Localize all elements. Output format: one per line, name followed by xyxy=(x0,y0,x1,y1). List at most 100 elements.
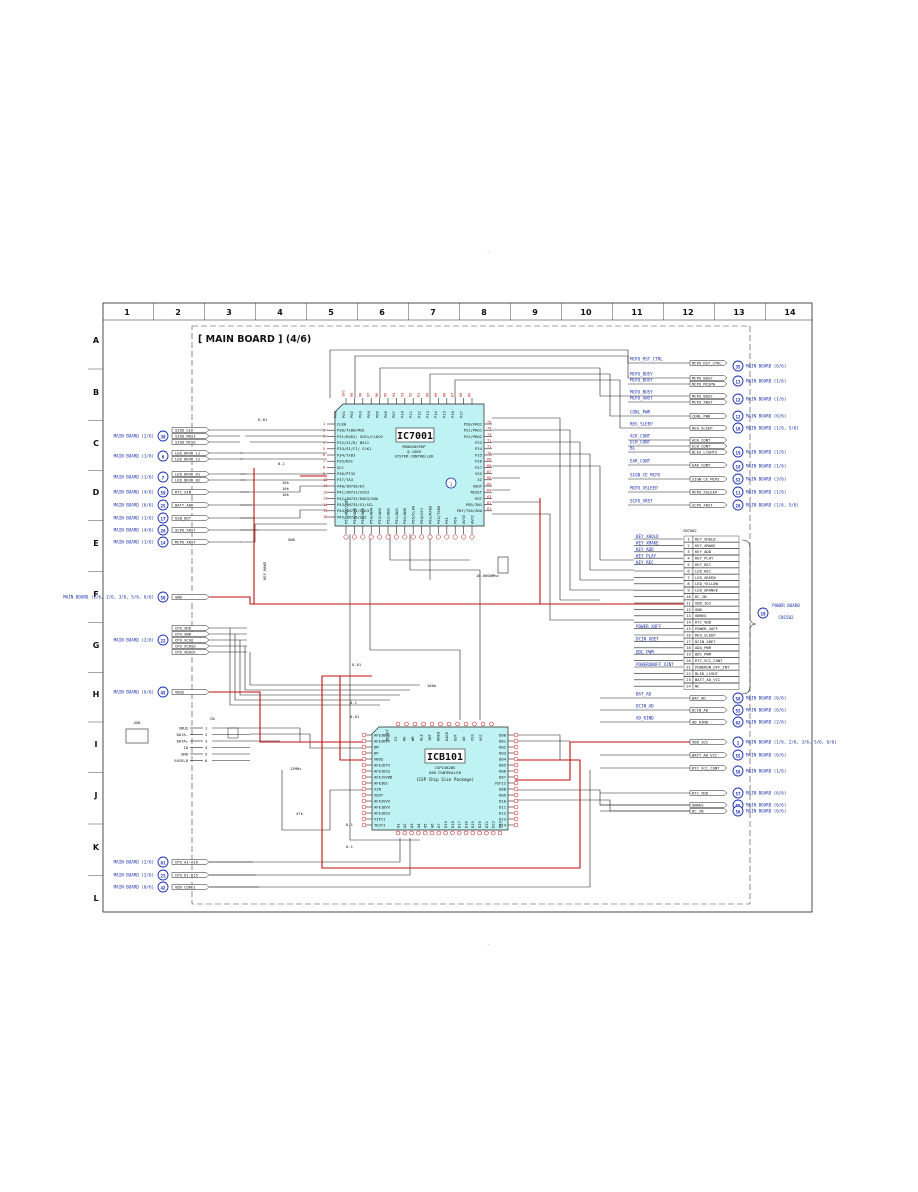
signal-flag xyxy=(689,437,728,443)
power-pin-number: 10 xyxy=(686,594,691,599)
signal-flag xyxy=(689,502,728,508)
icb101-bottom-pad xyxy=(484,830,489,836)
power-pin-number: 5 xyxy=(687,562,689,567)
ic7001-top-pin-name: P15 xyxy=(442,411,447,418)
ic7001-left-pin-number: 15 xyxy=(323,509,327,513)
right-lower-signal: RTC_VDD xyxy=(692,790,709,795)
ic7001-top-pin-number: 100 xyxy=(342,391,346,398)
ic7001-left-pin-number: 7 xyxy=(323,459,325,463)
grid-column-label: 11 xyxy=(631,308,643,317)
ic7001-top-pin-number: 97 xyxy=(367,393,371,397)
icb101-top-pin-name: EOT xyxy=(452,733,457,741)
power-connector-ref: CN7002 xyxy=(683,528,697,533)
ic7001-part-line: M30620SPGP xyxy=(403,444,427,449)
icb101-right-pin-name: D04 xyxy=(499,756,507,761)
net-wire xyxy=(492,429,634,591)
ic7001-top-pin-number: 86 xyxy=(459,393,463,397)
ic7001-left-pin-number: 4 xyxy=(323,441,325,445)
ic7001-right-pin-number: 72 xyxy=(487,439,491,443)
right-connector-board: MAIN BOARD (1/6, 5/6) xyxy=(746,426,799,431)
power-pin-number: 15 xyxy=(686,626,691,631)
ic7001-bottom-pin-name: P63/RXD0 xyxy=(427,505,432,524)
ic7001-bottom-pin-name: P50/AN0 xyxy=(402,507,407,524)
ic7001-right-pin-number: 66 xyxy=(487,476,491,480)
left-connector-board: MAIN BOARD (1/6) xyxy=(114,475,154,480)
ic7001-pin1-number: 1 xyxy=(450,482,453,487)
icb101-left-pad xyxy=(361,804,367,810)
ic7001-pin1-marker xyxy=(445,477,457,489)
signal-flag xyxy=(689,765,728,771)
grid-column-label: 9 xyxy=(532,308,538,317)
icb101-left-pad xyxy=(361,756,367,762)
power-board-sub: CN1502 xyxy=(778,615,794,620)
icb101-passive-label: 0.1 xyxy=(350,700,358,705)
icb101-right-pin-name: D13 xyxy=(499,816,506,821)
right-lower-connector: RTC_VDD 57 MAIN BOARD (6/6) xyxy=(689,787,786,799)
right-connector-board: MAIN BOARD (3/6) xyxy=(746,477,786,482)
right-lower-net: DCIN_AD xyxy=(636,704,654,709)
net-wire xyxy=(250,733,366,749)
grid-column-label: 2 xyxy=(175,308,181,317)
ic7001-bottom-pin-name: P56/AN6 xyxy=(352,507,357,524)
icb101-bottom-pin-name: D16 xyxy=(450,820,455,828)
signal-name: CPU_XRD xyxy=(175,625,192,630)
icb101-left-pad xyxy=(361,768,367,774)
frame-border xyxy=(102,302,813,913)
icb101-top-pad xyxy=(412,721,418,727)
icb101-top-pad xyxy=(480,721,486,727)
icb101-right-pin-name: D12 xyxy=(499,810,506,815)
connector-id: 57 xyxy=(735,792,741,797)
ic7001-left-pin-name: P31/RXD1/ SCK1/CLKC0 xyxy=(337,434,383,439)
ic7001-left-pin-name: P36/PT32 xyxy=(337,471,355,476)
icb101-bottom-pad xyxy=(402,830,408,836)
right-lower-board: MAIN BOARD (6/6) xyxy=(746,791,786,796)
right-lower-signal: BATT_AD_VCC xyxy=(692,752,717,757)
power-pin-name-box xyxy=(692,651,740,658)
left-connector-board: MAIN BOARD (1/6) xyxy=(114,540,154,545)
ic7001-top-pin-name: P13 xyxy=(425,411,430,418)
ic7001-right-pin-name: XI xyxy=(477,477,482,482)
icb101-left-pin-name: AFE3DS xyxy=(374,780,388,785)
net-wire xyxy=(210,838,411,876)
ic7001-left-pin-name: P42/IN732/RXD3/SDA xyxy=(337,496,379,501)
usb-pin-name: DATA+ xyxy=(177,738,189,743)
icb101-right-pad xyxy=(513,798,519,804)
icb101-left-pad xyxy=(361,816,367,822)
signal-name: LED_DRVR_L1 xyxy=(175,450,201,455)
signal-name: CPU_D1-D15 xyxy=(175,872,198,877)
icb101-top-pad xyxy=(429,721,435,727)
power-pin-name-box xyxy=(692,548,740,555)
net-wire xyxy=(240,509,327,519)
power-pin-number: 14 xyxy=(686,620,691,625)
right-net-name: BL xyxy=(630,446,636,451)
right-lower-board: MAIN BOARD (6/6) xyxy=(746,696,786,701)
signal-name: SCPU_XRST xyxy=(175,527,196,532)
right-lower-board: MAIN BOARD (1/6) xyxy=(746,769,786,774)
icb101-bottom-pin-name: D17 xyxy=(457,821,462,828)
power-pin-name-box xyxy=(692,638,740,645)
signal-name: BATT_ADK xyxy=(175,502,194,507)
power-pin-name-box xyxy=(692,676,740,683)
ic7001-right-pin-number: 74 xyxy=(487,427,491,431)
ic7001-bottom-pin-name: P55/AN5 xyxy=(360,508,365,524)
power-pin-name: NC xyxy=(695,684,700,689)
signal-name: SIOO_CLK xyxy=(175,427,194,432)
signal-flag xyxy=(689,425,728,431)
power-pin-number: 24 xyxy=(686,684,691,689)
right-net-name: MCPU_RST_CTRL xyxy=(630,357,663,362)
ic7001-bottom-pad xyxy=(452,534,458,540)
icb101-bottom-pin-name: D19 xyxy=(470,820,475,828)
icb101-top-pin-name: VSS xyxy=(469,733,474,741)
power-left-net: KEY_ADD xyxy=(636,547,654,552)
connector-id: 55 xyxy=(735,754,741,759)
left-connector-board: MAIN BOARD (6/6) xyxy=(114,690,154,695)
icb101-left-pad xyxy=(361,810,367,816)
right-lower-board: MAIN BOARD (6/6) xyxy=(746,809,786,814)
ic7001-bottom-pad xyxy=(368,534,374,540)
